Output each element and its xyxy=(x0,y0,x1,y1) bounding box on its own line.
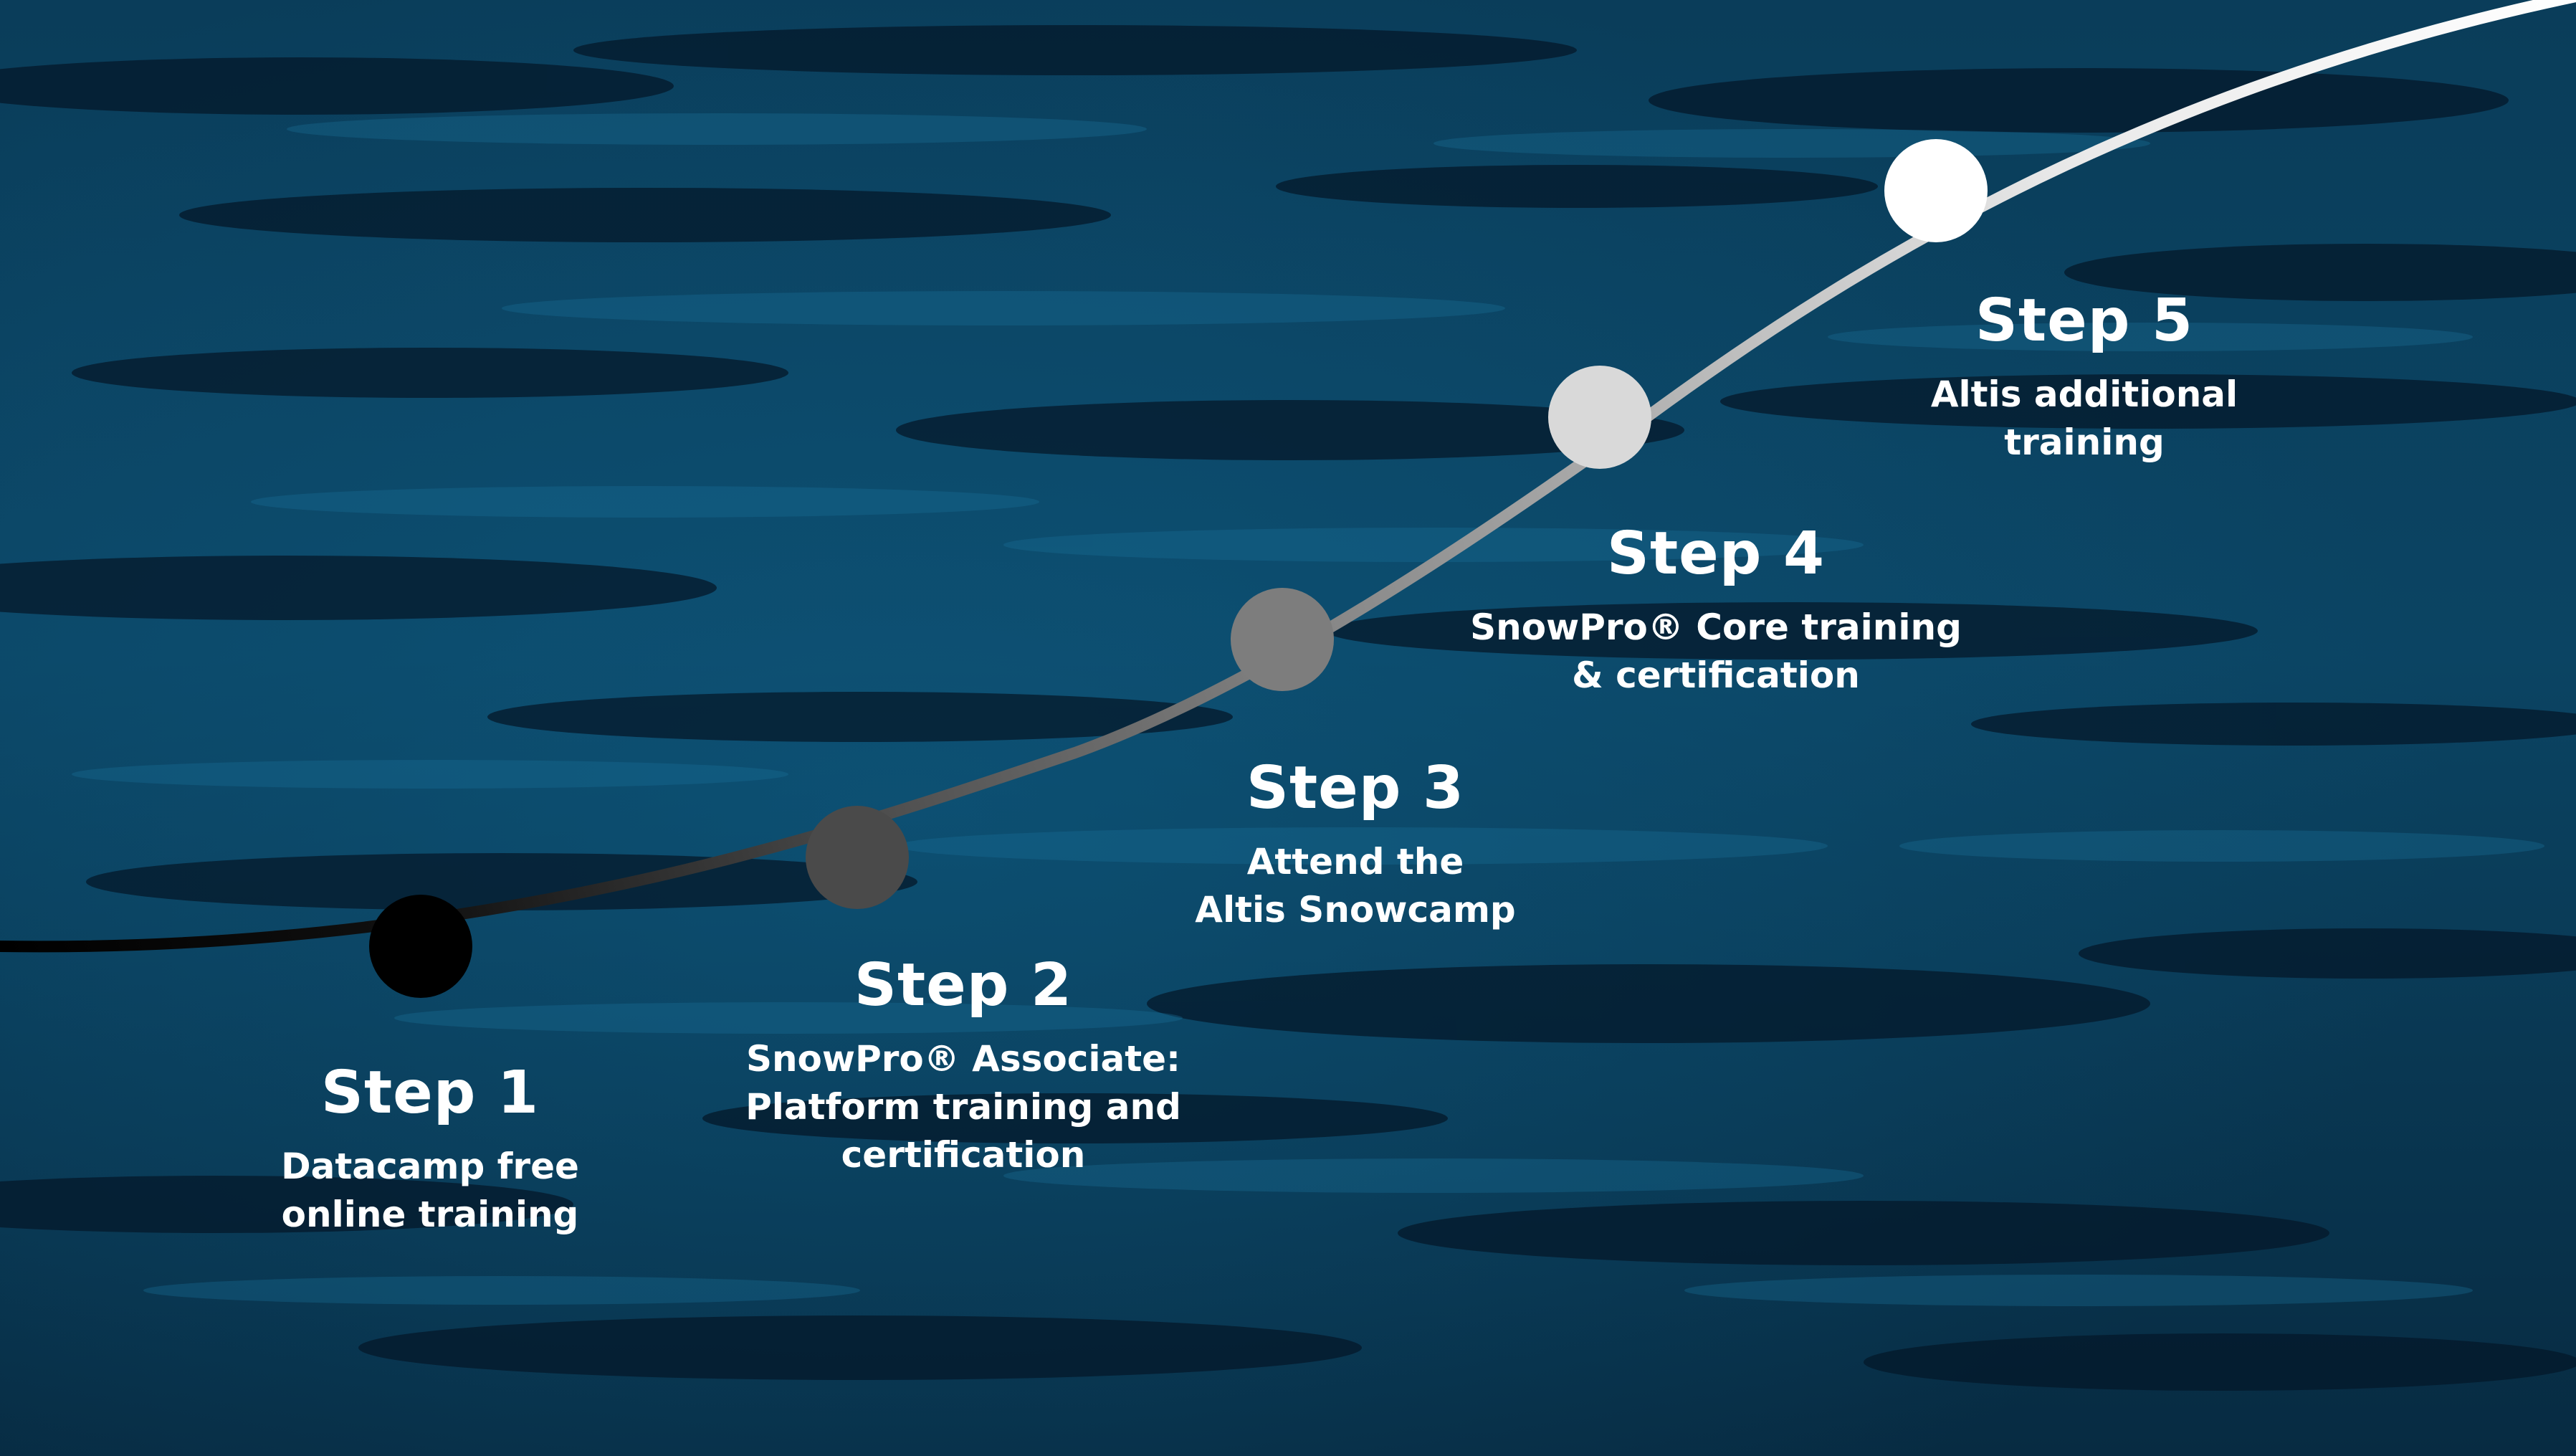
step-3-label: Step 3 Attend the Altis Snowcamp xyxy=(1033,756,1678,934)
step-5-node xyxy=(1884,139,1988,242)
step-4-description: SnowPro® Core training & certification xyxy=(1470,606,1962,697)
step-5-label: Step 5 Altis additional training xyxy=(1762,287,2407,467)
step-3-description: Attend the Altis Snowcamp xyxy=(1195,841,1516,931)
step-4-title: Step 4 xyxy=(1606,520,1826,588)
step-2-description: SnowPro® Associate: Platform training an… xyxy=(745,1038,1181,1176)
step-5-description: Altis additional training xyxy=(1930,373,2238,464)
step-2-node xyxy=(806,806,909,909)
step-1-label: Step 1 Datacamp free online training xyxy=(108,1059,753,1239)
step-3-node xyxy=(1231,588,1334,691)
step-1-description: Datacamp free online training xyxy=(281,1146,579,1236)
step-2-title: Step 2 xyxy=(854,951,1073,1019)
step-5-title: Step 5 xyxy=(1975,287,2194,355)
step-2-label: Step 2 SnowPro® Associate: Platform trai… xyxy=(641,953,1286,1179)
step-3-title: Step 3 xyxy=(1246,754,1465,822)
step-1-node xyxy=(369,895,472,998)
step-4-label: Step 4 SnowPro® Core training & certific… xyxy=(1393,520,2038,700)
step-1-title: Step 1 xyxy=(320,1059,540,1127)
step-4-node xyxy=(1548,366,1651,469)
path-line xyxy=(0,0,2576,953)
